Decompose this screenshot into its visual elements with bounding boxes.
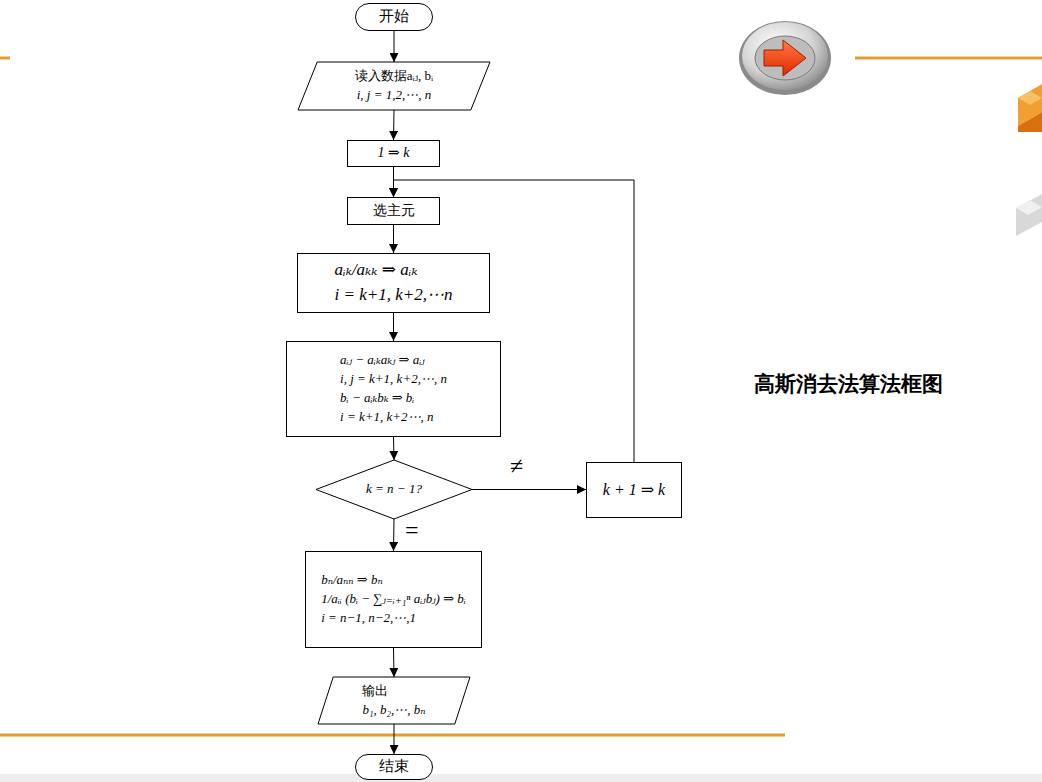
rule-line bbox=[0, 57, 10, 60]
flow-arrow bbox=[393, 648, 395, 677]
node-text-group: 结束 bbox=[379, 756, 409, 778]
node-text-group: bₙ/aₙₙ ⇒ bₙ1/aᵢᵢ (bᵢ − ∑ⱼ₌ᵢ₊₁ⁿ aᵢⱼbⱼ) ⇒ … bbox=[321, 571, 466, 628]
node-text: b₁, b₂,⋯, bₙ bbox=[362, 701, 425, 720]
node-text-group: 开始 bbox=[379, 6, 409, 28]
node-text: i = k+1, k+2⋯, n bbox=[340, 408, 433, 427]
node-text: i = n−1, n−2,⋯,1 bbox=[321, 609, 416, 628]
node-text: k = n − 1? bbox=[366, 480, 422, 499]
node-text-group: 选主元 bbox=[373, 201, 415, 221]
process-box: aᵢₖ/aₖₖ ⇒ aᵢₖi = k+1, k+2,⋯n bbox=[297, 253, 490, 313]
output-parallelogram: 输出b₁, b₂,⋯, bₙ bbox=[318, 677, 470, 724]
process-box: 1 ⇒ k bbox=[347, 140, 440, 167]
node-text: 选主元 bbox=[373, 201, 415, 221]
parallelogram-outline bbox=[318, 677, 470, 724]
edge-label: ≠ bbox=[508, 454, 525, 478]
next-button bbox=[739, 21, 831, 95]
node-text: 1 ⇒ k bbox=[378, 143, 410, 163]
node-text: 开始 bbox=[379, 6, 409, 28]
process-box: 选主元 bbox=[347, 197, 440, 225]
outline bbox=[318, 677, 470, 724]
node-text: bᵢ − aᵢₖbₖ ⇒ bᵢ bbox=[340, 389, 414, 408]
node-text: k + 1 ⇒ k bbox=[603, 478, 665, 501]
node-text-group: 1 ⇒ k bbox=[378, 143, 410, 163]
flow-arrow bbox=[393, 519, 395, 551]
flow-arrow bbox=[393, 225, 394, 253]
flow-arrow bbox=[393, 313, 394, 341]
node-text-group: k + 1 ⇒ k bbox=[603, 478, 665, 501]
edge-label: = bbox=[403, 518, 421, 542]
rule-line bbox=[855, 57, 1042, 60]
node-text-group: aᵢₖ/aₖₖ ⇒ aᵢₖi = k+1, k+2,⋯n bbox=[335, 258, 453, 307]
outline bbox=[316, 460, 472, 519]
process-box: k + 1 ⇒ k bbox=[586, 462, 682, 518]
cube-decoration bbox=[1016, 84, 1042, 236]
node-text: bₙ/aₙₙ ⇒ bₙ bbox=[321, 571, 383, 590]
flow-arrow bbox=[472, 489, 586, 490]
node-text: aᵢⱼ − aᵢₖaₖⱼ ⇒ aᵢⱼ bbox=[340, 351, 425, 370]
node-text: i = k+1, k+2,⋯n bbox=[335, 283, 453, 308]
flow-arrow bbox=[393, 110, 395, 140]
node-text: 读入数据aᵢⱼ, bᵢ bbox=[355, 67, 433, 86]
node-text: 1/aᵢᵢ (bᵢ − ∑ⱼ₌ᵢ₊₁ⁿ aᵢⱼbⱼ) ⇒ bᵢ bbox=[321, 590, 466, 609]
node-text-group: aᵢⱼ − aᵢₖaₖⱼ ⇒ aᵢⱼi, j = k+1, k+2,⋯, nbᵢ… bbox=[340, 351, 447, 426]
start-terminal: 开始 bbox=[355, 3, 433, 31]
flow-arrow bbox=[394, 724, 395, 754]
flow-arrow bbox=[394, 31, 395, 62]
node-text: aᵢₖ/aₖₖ ⇒ aᵢₖ bbox=[335, 258, 418, 283]
rule-line bbox=[0, 734, 785, 737]
outline bbox=[298, 62, 490, 110]
node-text-group: 读入数据aᵢⱼ, bᵢi, j = 1,2,⋯, n bbox=[355, 67, 433, 105]
decision-diamond: k = n − 1? bbox=[316, 460, 472, 519]
node-text-group: k = n − 1? bbox=[366, 480, 422, 499]
diagram-title: 高斯消去法算法框图 bbox=[754, 370, 943, 398]
node-text: 结束 bbox=[379, 756, 409, 778]
node-text-group: 输出b₁, b₂,⋯, bₙ bbox=[362, 682, 425, 720]
end-terminal: 结束 bbox=[355, 754, 433, 780]
footer-bar bbox=[0, 774, 1042, 782]
input-parallelogram: 读入数据aᵢⱼ, bᵢi, j = 1,2,⋯, n bbox=[298, 62, 490, 110]
process-box: aᵢⱼ − aᵢₖaₖⱼ ⇒ aᵢⱼi, j = k+1, k+2,⋯, nbᵢ… bbox=[286, 341, 501, 437]
node-text: i, j = k+1, k+2,⋯, n bbox=[340, 370, 447, 389]
flow-arrow bbox=[393, 437, 395, 460]
process-box: bₙ/aₙₙ ⇒ bₙ1/aᵢᵢ (bᵢ − ∑ⱼ₌ᵢ₊₁ⁿ aᵢⱼbⱼ) ⇒ … bbox=[305, 551, 482, 648]
node-text: i, j = 1,2,⋯, n bbox=[357, 86, 432, 105]
node-text: 输出 bbox=[362, 682, 388, 701]
